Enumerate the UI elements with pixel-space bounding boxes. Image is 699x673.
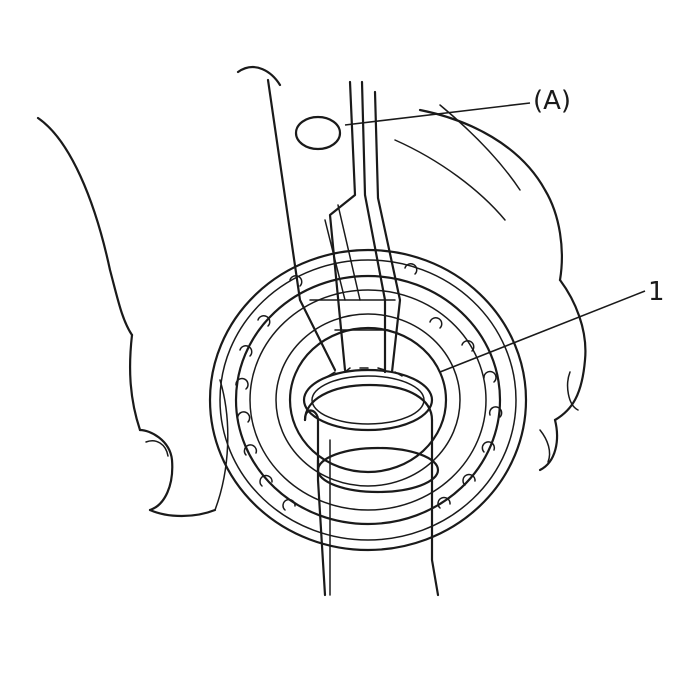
snap-ring bbox=[302, 367, 434, 432]
bearing-balls bbox=[235, 263, 503, 511]
callout-label-1: 1 bbox=[648, 277, 665, 307]
bearing bbox=[208, 248, 528, 552]
callout-label-a: (A) bbox=[533, 86, 572, 116]
drive-shaft bbox=[303, 383, 440, 597]
right-hand bbox=[236, 66, 587, 472]
leader-line-a bbox=[344, 102, 531, 126]
snap-ring-pliers bbox=[266, 78, 402, 374]
left-hand bbox=[36, 116, 229, 518]
leader-line-1 bbox=[439, 290, 646, 373]
